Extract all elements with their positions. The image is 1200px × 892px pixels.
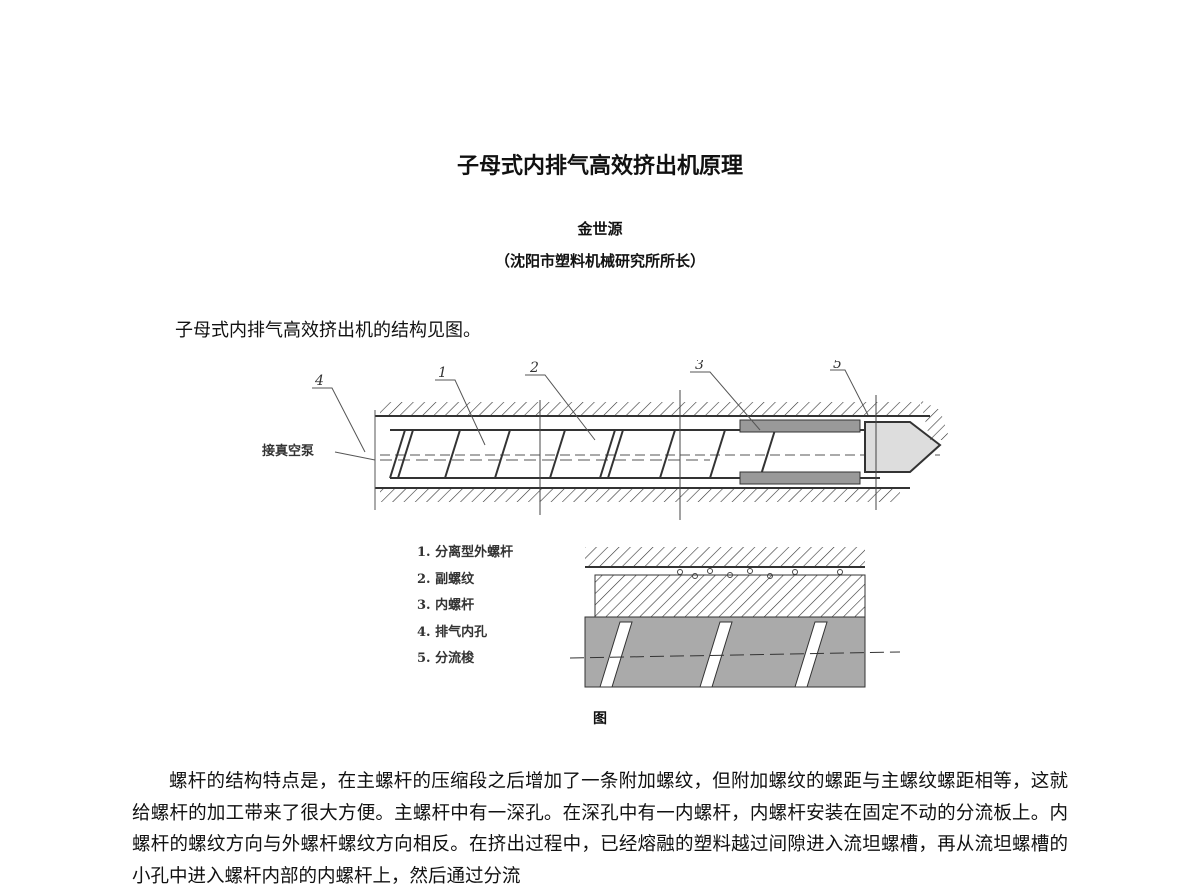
extruder-diagram: 4 1 2 3 5 — [312, 360, 950, 688]
callout-5: 5 — [833, 360, 842, 372]
figure-caption: 图 — [593, 711, 607, 727]
legend-item: 1. 分离型外螺杆 — [417, 545, 514, 560]
vacuum-pump-label: 接真空泵 — [262, 444, 315, 459]
legend-item: 3. 内螺杆 — [417, 598, 475, 613]
legend-item: 5. 分流梭 — [417, 651, 475, 666]
author: 金世源 — [577, 220, 623, 238]
body-text: 螺杆的结构特点是，在主螺杆的压缩段之后增加了一条附加螺纹，但附加螺纹的螺距与主螺… — [132, 766, 1068, 892]
intro-text: 子母式内排气高效挤出机的结构见图。 — [175, 320, 481, 341]
affiliation: （沈阳市塑料机械研究所所长） — [494, 252, 705, 270]
callout-4: 4 — [314, 373, 324, 389]
callout-3: 3 — [695, 360, 704, 373]
figure-legend: 1. 分离型外螺杆 2. 副螺纹 3. 内螺杆 4. 排气内孔 5. 分流梭 — [417, 540, 513, 673]
paragraph: 螺杆的结构特点是，在主螺杆的压缩段之后增加了一条附加螺纹，但附加螺纹的螺距与主螺… — [132, 771, 1068, 887]
page-title: 子母式内排气高效挤出机原理 — [456, 154, 743, 179]
legend-item: 2. 副螺纹 — [417, 571, 475, 587]
legend-item: 4. 排气内孔 — [417, 624, 488, 640]
callout-2: 2 — [529, 360, 539, 376]
callout-1: 1 — [438, 365, 447, 381]
